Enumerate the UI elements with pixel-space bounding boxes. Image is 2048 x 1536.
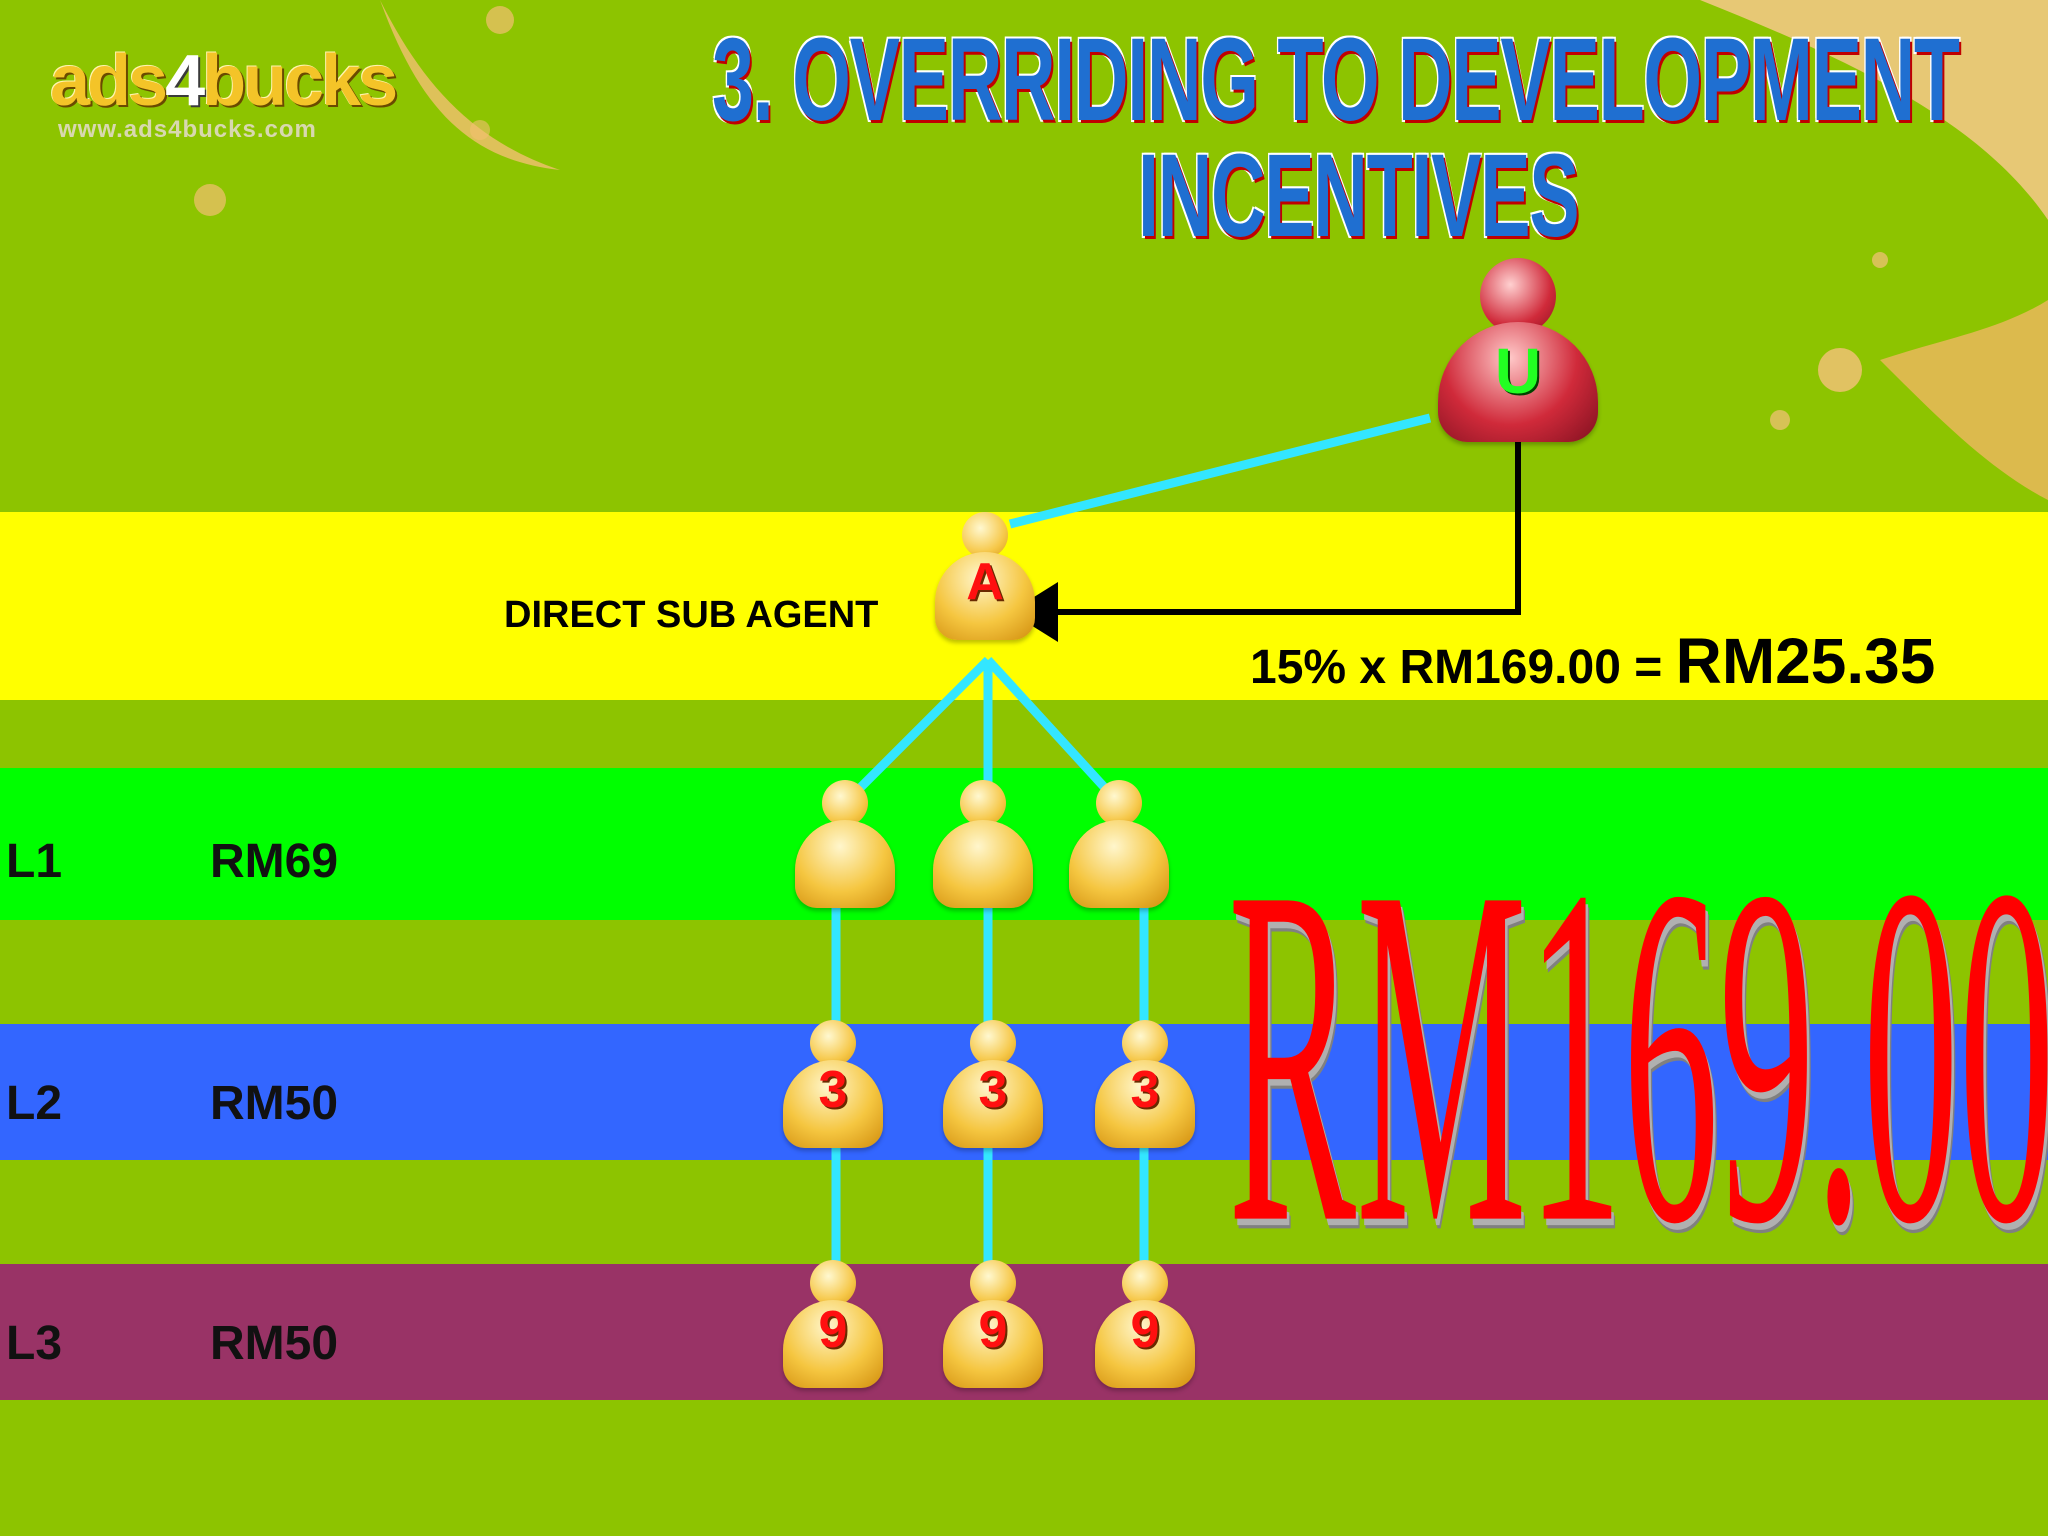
person-body: [783, 1300, 883, 1388]
person-body: [1438, 322, 1598, 442]
person-icon: 9: [938, 1260, 1048, 1390]
logo-four: 4: [165, 41, 205, 121]
person-body: [1095, 1060, 1195, 1148]
connector-u-a: [1008, 413, 1432, 529]
connector-a-l1-1: [844, 656, 992, 804]
formula-expression: 15% x RM169.00 =: [1250, 641, 1676, 694]
person-mark: 9: [1130, 1301, 1160, 1359]
direct-sub-agent-label: DIRECT SUB AGENT: [504, 594, 879, 636]
level-amount: RM50: [210, 1317, 339, 1370]
title-line-2: INCENTIVES: [1138, 130, 1580, 262]
person-body: [943, 1060, 1043, 1148]
logo-url: www.ads4bucks.com: [58, 116, 317, 143]
total-amount: RM169.00: [1228, 786, 2048, 1324]
person-body: [795, 820, 895, 908]
person-head: [1096, 780, 1142, 826]
person-mark: 3: [818, 1061, 848, 1119]
logo-prefix: ads: [50, 41, 168, 121]
connector-a-l1-3: [984, 656, 1120, 804]
person-body: [1069, 820, 1169, 908]
level-amount: RM69: [210, 835, 339, 888]
person-icon: 9: [778, 1260, 888, 1390]
person-icon: [928, 780, 1038, 910]
logo-text: ads4bucks: [50, 40, 398, 122]
person-mark: 3: [978, 1061, 1008, 1119]
person-mark: 3: [1130, 1061, 1160, 1119]
person-icon: 3: [938, 1020, 1048, 1150]
level-label: L1: [6, 835, 63, 888]
person-body: [1095, 1300, 1195, 1388]
person-head: [822, 780, 868, 826]
person-mark: 9: [978, 1301, 1008, 1359]
person-mark: 9: [818, 1301, 848, 1359]
logo-suffix: bucks: [202, 41, 398, 121]
formula-result: RM25.35: [1675, 625, 1936, 697]
person-head: [970, 1260, 1016, 1306]
person-head: [810, 1020, 856, 1066]
arrow-icon: [1010, 418, 1521, 642]
person-head: [1480, 258, 1556, 334]
person-mark-a: A: [966, 553, 1004, 611]
person-body: [783, 1060, 883, 1148]
person-icon: A: [930, 512, 1040, 642]
person-head: [1122, 1260, 1168, 1306]
person-head: [970, 1020, 1016, 1066]
person-head: [960, 780, 1006, 826]
level-label: L3: [6, 1317, 63, 1370]
person-body: [943, 1300, 1043, 1388]
person-icon: 3: [1090, 1020, 1200, 1150]
person-icon: 9: [1090, 1260, 1200, 1390]
person-icon: 3: [778, 1020, 888, 1150]
person-head: [962, 512, 1008, 558]
person-icon: [790, 780, 900, 910]
person-mark-u: U: [1494, 335, 1542, 407]
person-head: [810, 1260, 856, 1306]
level-label: L2: [6, 1077, 63, 1130]
formula: 15% x RM169.00 = RM25.35: [1250, 624, 1935, 698]
level-amount: RM50: [210, 1077, 339, 1130]
person-head: [1122, 1020, 1168, 1066]
person-icon: [1064, 780, 1174, 910]
person-body: [933, 820, 1033, 908]
person-body: [935, 552, 1035, 640]
person-icon: U: [1430, 258, 1606, 448]
